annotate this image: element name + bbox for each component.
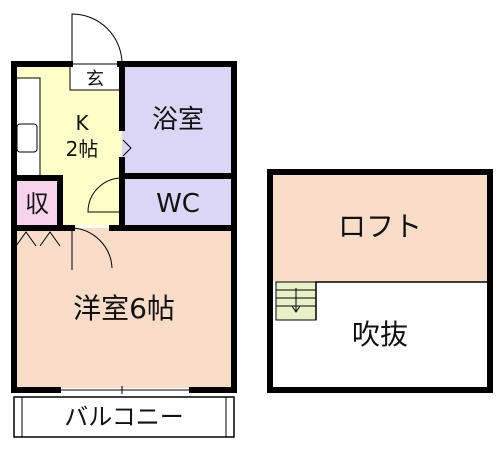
kitchen-label-2: 2帖 (66, 137, 99, 161)
void-area (316, 282, 490, 390)
storage-label: 収 (25, 190, 49, 218)
balcony-label: バルコニー (64, 403, 184, 431)
void-lower-left (270, 320, 316, 390)
entrance-door-swing (71, 13, 123, 65)
balcony-area (13, 396, 235, 438)
entrance-step (69, 63, 121, 91)
storage-area (14, 179, 60, 225)
kitchen-lower-area (60, 179, 122, 225)
wc-label: WC (156, 189, 200, 219)
void-label: 吹抜 (352, 318, 408, 351)
room-door-swing (71, 227, 113, 270)
toilet-area (122, 178, 234, 226)
entrance-label: 玄 (86, 69, 104, 90)
stairs (275, 281, 317, 321)
storage-door-swing (15, 231, 61, 247)
walls-right (267, 169, 493, 393)
bath-area (122, 64, 234, 174)
bath-door-marker (122, 139, 132, 157)
wc-door-swing (87, 177, 123, 213)
unit-right: ロフト 吹抜 (267, 169, 493, 393)
loft-label: ロフト (338, 210, 422, 243)
unit-left: 玄 K 2帖 浴室 WC 収 洋室6帖 バルコニー (11, 13, 237, 438)
kitchen-sink (16, 123, 38, 153)
bath-label: 浴室 (152, 105, 204, 135)
stairs-arrow-icon (291, 305, 301, 313)
walls-left (11, 61, 237, 393)
western-room-area (14, 228, 234, 388)
kitchen-label-1: K (75, 111, 89, 135)
loft-edge (315, 281, 490, 320)
loft-area (270, 172, 490, 282)
western-room-label: 洋室6帖 (73, 292, 175, 325)
